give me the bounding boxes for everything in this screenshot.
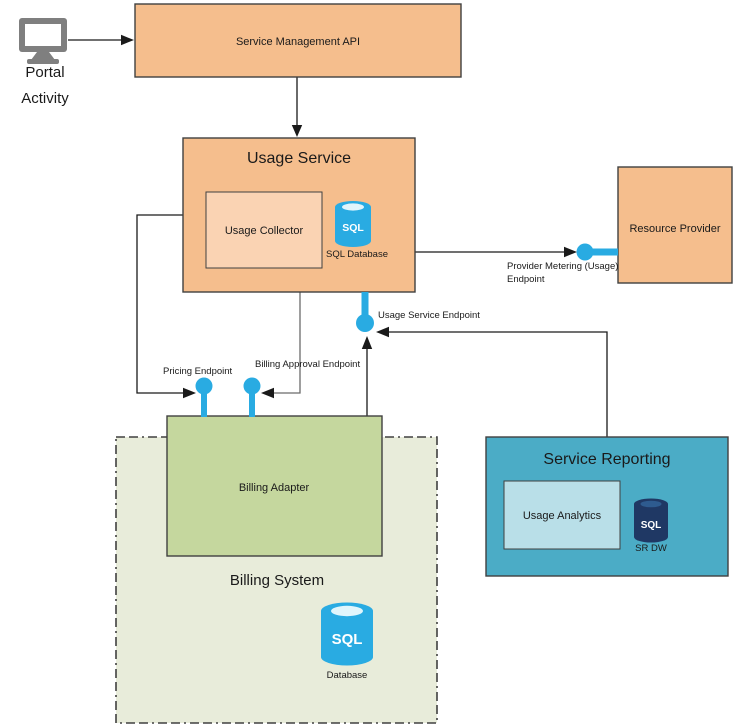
billing-approval-endpoint-label: Billing Approval Endpoint: [255, 359, 360, 370]
sr-dw-top-inner: [640, 500, 662, 508]
pricing-endpoint-node: [195, 377, 213, 395]
arrowhead-adapter-to-usage-endpoint: [361, 336, 373, 349]
usage-service-title: Usage Service: [247, 150, 351, 167]
usage-analytics-box: [503, 480, 621, 550]
provider-metering-endpoint-node: [576, 243, 594, 261]
sql-database-caption: SQL Database: [326, 249, 388, 260]
usage-collector-box: [205, 191, 323, 269]
billing-adapter-box: [166, 415, 383, 557]
monitor-base: [27, 59, 59, 64]
sr-dw-icon: SQL: [634, 498, 668, 543]
monitor-screen: [25, 24, 61, 46]
sql-db-top-inner: [342, 203, 364, 211]
billing-database-icon: SQL: [321, 602, 373, 666]
arrowhead-to-pricing-endpoint: [183, 387, 196, 399]
provider-metering-endpoint-label-line2: Endpoint: [507, 274, 545, 285]
resource-provider-label: Resource Provider: [629, 223, 720, 235]
billing-db-icon-text: SQL: [332, 631, 363, 648]
portal-activity-label-line2: Activity: [21, 90, 69, 107]
billing-system-title: Billing System: [230, 572, 324, 589]
billing-database-caption: Database: [327, 670, 368, 681]
wire-usage-service-to-billing-approval: [273, 292, 301, 394]
sql-db-icon-text: SQL: [342, 222, 364, 234]
sql-database-icon: SQL: [335, 201, 371, 247]
monitor-stand: [31, 52, 55, 60]
monitor-icon: [19, 18, 67, 64]
service-management-api-label: Service Management API: [236, 36, 360, 48]
wire-reporting-to-usage-endpoint: [388, 331, 608, 437]
sql-db-body: [335, 207, 371, 247]
sr-dw-body: [634, 504, 668, 543]
pricing-endpoint-label: Pricing Endpoint: [163, 366, 233, 377]
portal-activity-label-line1: Portal: [25, 64, 64, 81]
arrowhead-portal-to-api: [121, 34, 134, 46]
arrowhead-api-to-usage-service: [291, 125, 303, 137]
usage-service-endpoint-label: Usage Service Endpoint: [378, 310, 480, 321]
service-reporting-title: Service Reporting: [543, 451, 670, 468]
wire-usage-service-to-pricing: [136, 214, 184, 394]
resource-provider-box: [617, 166, 733, 284]
service-management-api-box: [134, 3, 462, 78]
usage-analytics-label: Usage Analytics: [523, 510, 602, 522]
billing-db-top-inner: [331, 605, 363, 617]
billing-adapter-label: Billing Adapter: [239, 482, 310, 494]
billing-db-body: [321, 611, 373, 666]
provider-metering-endpoint-label-line1: Provider Metering (Usage): [507, 261, 618, 272]
arrowhead-to-billing-approval-endpoint: [261, 387, 274, 399]
sr-dw-caption: SR DW: [635, 543, 667, 554]
usage-service-endpoint-node: [356, 314, 374, 332]
sr-dw-icon-text: SQL: [641, 520, 662, 531]
arrowhead-reporting-to-usage-endpoint: [376, 326, 389, 338]
arrowhead-usage-service-to-metering: [564, 246, 577, 258]
billing-approval-endpoint-node: [243, 377, 261, 395]
usage-collector-label: Usage Collector: [225, 225, 304, 237]
